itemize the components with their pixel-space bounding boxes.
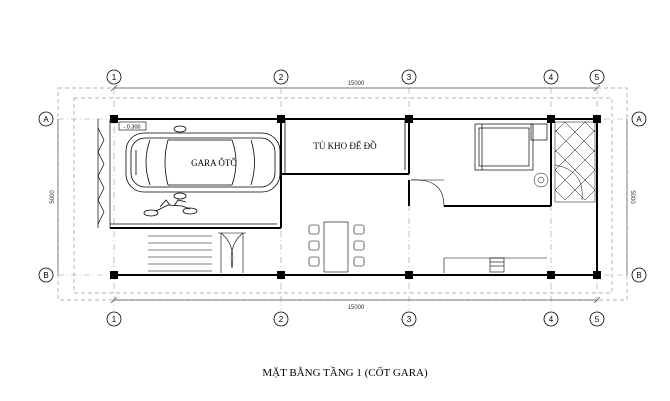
level-tag-text: - 0.300 <box>123 125 140 131</box>
axis-label-2-bottom: 2 <box>279 315 284 324</box>
axis-label-5-top: 5 <box>595 73 600 82</box>
axis-bubbles-top <box>106 69 605 85</box>
axis-label-3-bottom: 3 <box>407 315 412 324</box>
walls <box>110 118 598 276</box>
axis-label-b-left: B <box>43 271 48 280</box>
dimension-bottom: 15000 <box>110 296 601 311</box>
axis-label-1-bottom: 1 <box>112 315 117 324</box>
axis-label-a-right: A <box>636 115 642 124</box>
axis-bubbles-bottom <box>106 311 605 327</box>
axis-label-5-bottom: 5 <box>595 315 600 324</box>
room-label-storage: TỦ KHO ĐỂ ĐỒ <box>313 141 377 151</box>
car-icon <box>125 125 281 200</box>
bedroom-door <box>410 179 445 207</box>
staircase <box>148 235 212 272</box>
motorbike-icon <box>143 199 198 217</box>
axis-label-4-top: 4 <box>549 73 554 82</box>
axis-label-b-right: B <box>636 271 641 280</box>
bed-icon <box>474 123 548 171</box>
dimension-width-left: 5000 <box>50 190 56 204</box>
dimension-length-top: 15000 <box>348 81 365 87</box>
level-tag: - 0.300 <box>118 121 147 131</box>
garage-entrance <box>97 119 111 228</box>
axis-label-4-bottom: 4 <box>549 315 554 324</box>
dimension-width-right: 5000 <box>629 190 635 204</box>
axis-label-a-left: A <box>43 115 49 124</box>
axis-label-1-top: 1 <box>112 73 117 82</box>
structural-columns <box>110 115 601 279</box>
grid-lines <box>58 88 627 310</box>
bathroom <box>533 121 596 203</box>
axis-bubbles-rows <box>38 111 647 283</box>
kitchen-counter <box>443 257 547 273</box>
double-door <box>218 232 246 273</box>
dimension-top: 15000 <box>110 81 601 92</box>
dimension-right: 5000 <box>626 119 635 275</box>
room-label-garage: GARA ÔTÔ <box>191 158 237 168</box>
dining-table-icon <box>308 221 365 273</box>
axis-label-2-top: 2 <box>279 73 284 82</box>
axis-label-3-top: 3 <box>407 73 412 82</box>
dimension-left: 5000 <box>50 119 59 275</box>
plan-title: MẶT BẰNG TẦNG 1 (CỐT GARA) <box>262 366 428 379</box>
dimension-length-bottom: 15000 <box>348 305 365 311</box>
